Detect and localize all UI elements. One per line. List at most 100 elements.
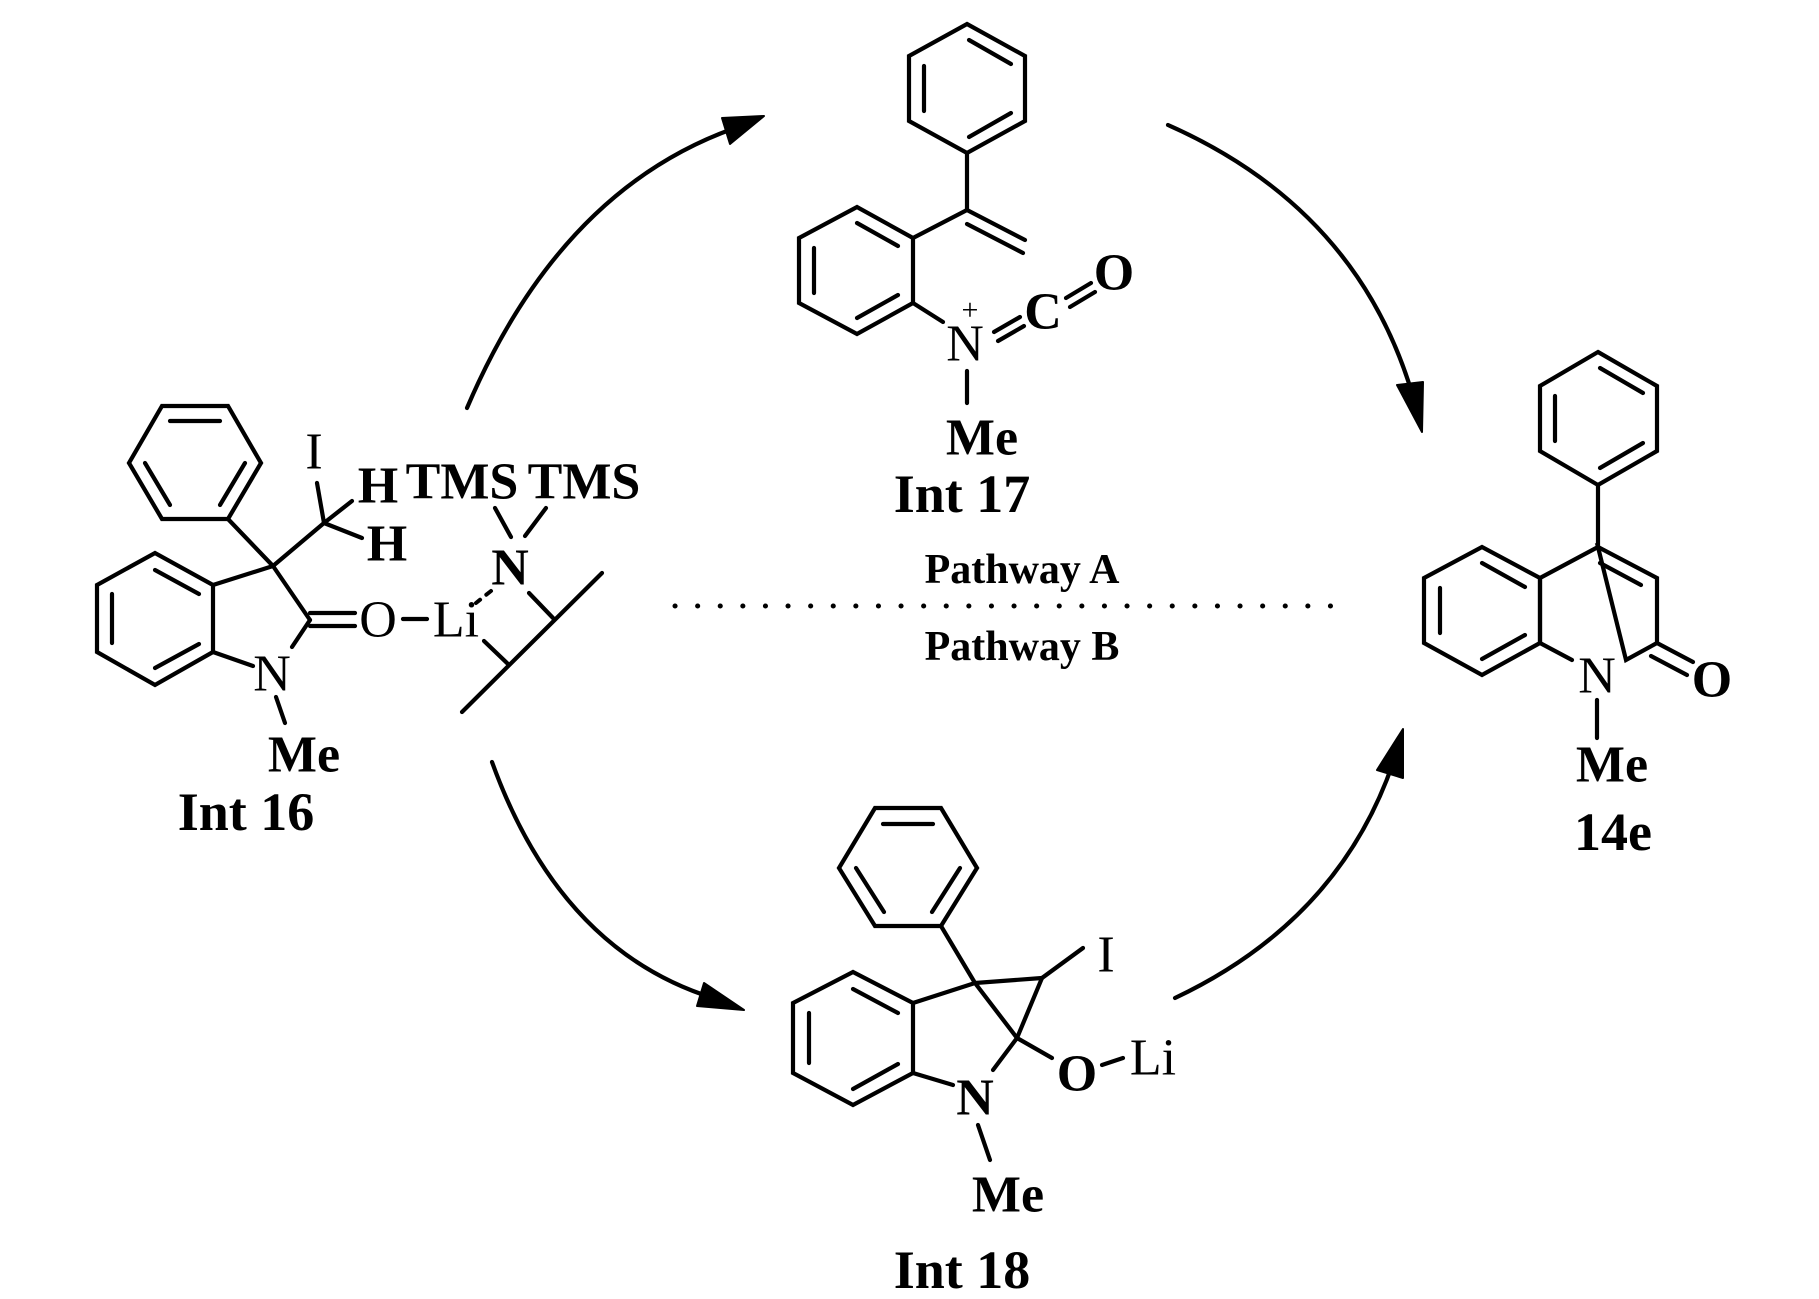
benzo-ring — [1421, 544, 1543, 678]
bond — [1479, 632, 1528, 662]
bond — [273, 694, 288, 726]
pathway-divider: Pathway A Pathway B — [672, 547, 1349, 670]
bond — [966, 110, 1014, 140]
nitrogen-atom: N — [946, 316, 984, 373]
methyl-group: Me — [946, 410, 1018, 467]
positive-charge: + — [962, 294, 979, 327]
bond — [1014, 975, 1045, 1041]
nitrogen-atom: N — [956, 1070, 994, 1127]
bond — [990, 1035, 1020, 1073]
bond — [1537, 544, 1601, 581]
oxygen-atom: O — [1094, 245, 1134, 302]
bond — [1039, 945, 1086, 981]
arrowhead — [721, 115, 765, 145]
bond — [142, 460, 173, 508]
bond — [152, 567, 202, 597]
bond — [975, 1122, 993, 1163]
bond — [1537, 640, 1575, 663]
ring-bond — [1537, 349, 1660, 488]
bond — [1014, 1035, 1055, 1061]
bond — [964, 221, 1026, 256]
arrow-int18-to-14e — [1172, 728, 1404, 1001]
amide-nitrogen-atom: N — [491, 540, 529, 597]
bond — [459, 570, 605, 715]
bond — [910, 1070, 956, 1088]
bond — [217, 460, 248, 508]
phenyl-ring — [906, 21, 1028, 156]
bond — [289, 617, 313, 650]
bond — [850, 1061, 901, 1092]
bond — [910, 980, 978, 1006]
pathway-b-label: Pathway B — [925, 624, 1120, 670]
benzo-ring — [790, 969, 916, 1108]
bond — [1099, 1055, 1126, 1068]
bond — [910, 300, 946, 325]
arrow-shaft — [1172, 757, 1397, 1001]
arrow-shaft — [489, 759, 716, 1001]
arrowhead — [1376, 728, 1404, 779]
hydrogen-atom: H — [358, 458, 398, 515]
bond — [210, 649, 256, 669]
arrowhead — [696, 982, 745, 1011]
carbon-atom: C — [1024, 284, 1062, 341]
bond — [1597, 560, 1644, 588]
bond — [929, 865, 963, 915]
phenyl-ring — [1537, 349, 1660, 488]
lithium-atom: Li — [433, 592, 479, 649]
bond — [210, 563, 276, 588]
iodine-atom: I — [305, 424, 322, 481]
bond — [972, 980, 1020, 1041]
oxygen-atom: O — [1692, 652, 1732, 709]
ring-bond — [906, 21, 1028, 156]
bond — [853, 865, 887, 915]
oxygen-atom: O — [1057, 1046, 1097, 1103]
bond — [321, 520, 365, 541]
methyl-group: Me — [1576, 737, 1648, 794]
bond — [225, 516, 276, 569]
arrow-shaft — [1165, 122, 1417, 403]
bond — [270, 563, 313, 623]
iodine-atom: I — [1097, 927, 1114, 984]
bond — [1597, 440, 1646, 471]
product-14e-label: 14e — [1574, 802, 1652, 862]
methyl-group: Me — [972, 1167, 1044, 1224]
int17-structure: N + C O Me — [796, 21, 1134, 467]
ring-bond — [94, 550, 216, 688]
bond — [1067, 289, 1098, 310]
phenyl-ring — [126, 403, 264, 522]
bond — [964, 207, 1028, 243]
lithium-atom: Li — [1130, 1030, 1176, 1087]
pathway-a-label: Pathway A — [925, 547, 1121, 593]
bond — [152, 641, 202, 671]
oxygen-atom: O — [359, 592, 397, 649]
bond — [492, 505, 514, 540]
bond — [1654, 640, 1696, 665]
tms-group: TMS — [406, 454, 519, 511]
ring-bond — [1421, 544, 1543, 678]
arrow-int16-to-int18 — [489, 759, 745, 1011]
bond — [526, 590, 556, 621]
bond — [854, 292, 901, 321]
methyl-group: Me — [268, 727, 340, 784]
bond — [854, 220, 901, 249]
bond — [910, 207, 970, 241]
bond — [938, 923, 978, 986]
bond — [522, 505, 549, 539]
bond — [1063, 280, 1094, 301]
int18-label: Int 18 — [894, 1240, 1031, 1299]
int16-label: Int 16 — [178, 782, 315, 842]
tms-group: TMS — [528, 454, 641, 511]
arrowhead — [1396, 381, 1424, 433]
arrow-int17-to-14e — [1165, 122, 1424, 433]
bond — [991, 314, 1023, 335]
bond — [321, 498, 355, 526]
benzene-ring — [796, 204, 916, 337]
int18-structure: I O Li N Me — [790, 805, 1176, 1224]
product-14e-structure: N O Me — [1421, 349, 1732, 794]
arrow-shaft — [464, 125, 738, 411]
li-n-coordination — [474, 589, 493, 605]
bond — [1597, 365, 1646, 396]
nitrogen-atom: N — [1578, 648, 1616, 705]
nitrogen-atom: N — [253, 646, 291, 703]
bond — [481, 638, 511, 667]
